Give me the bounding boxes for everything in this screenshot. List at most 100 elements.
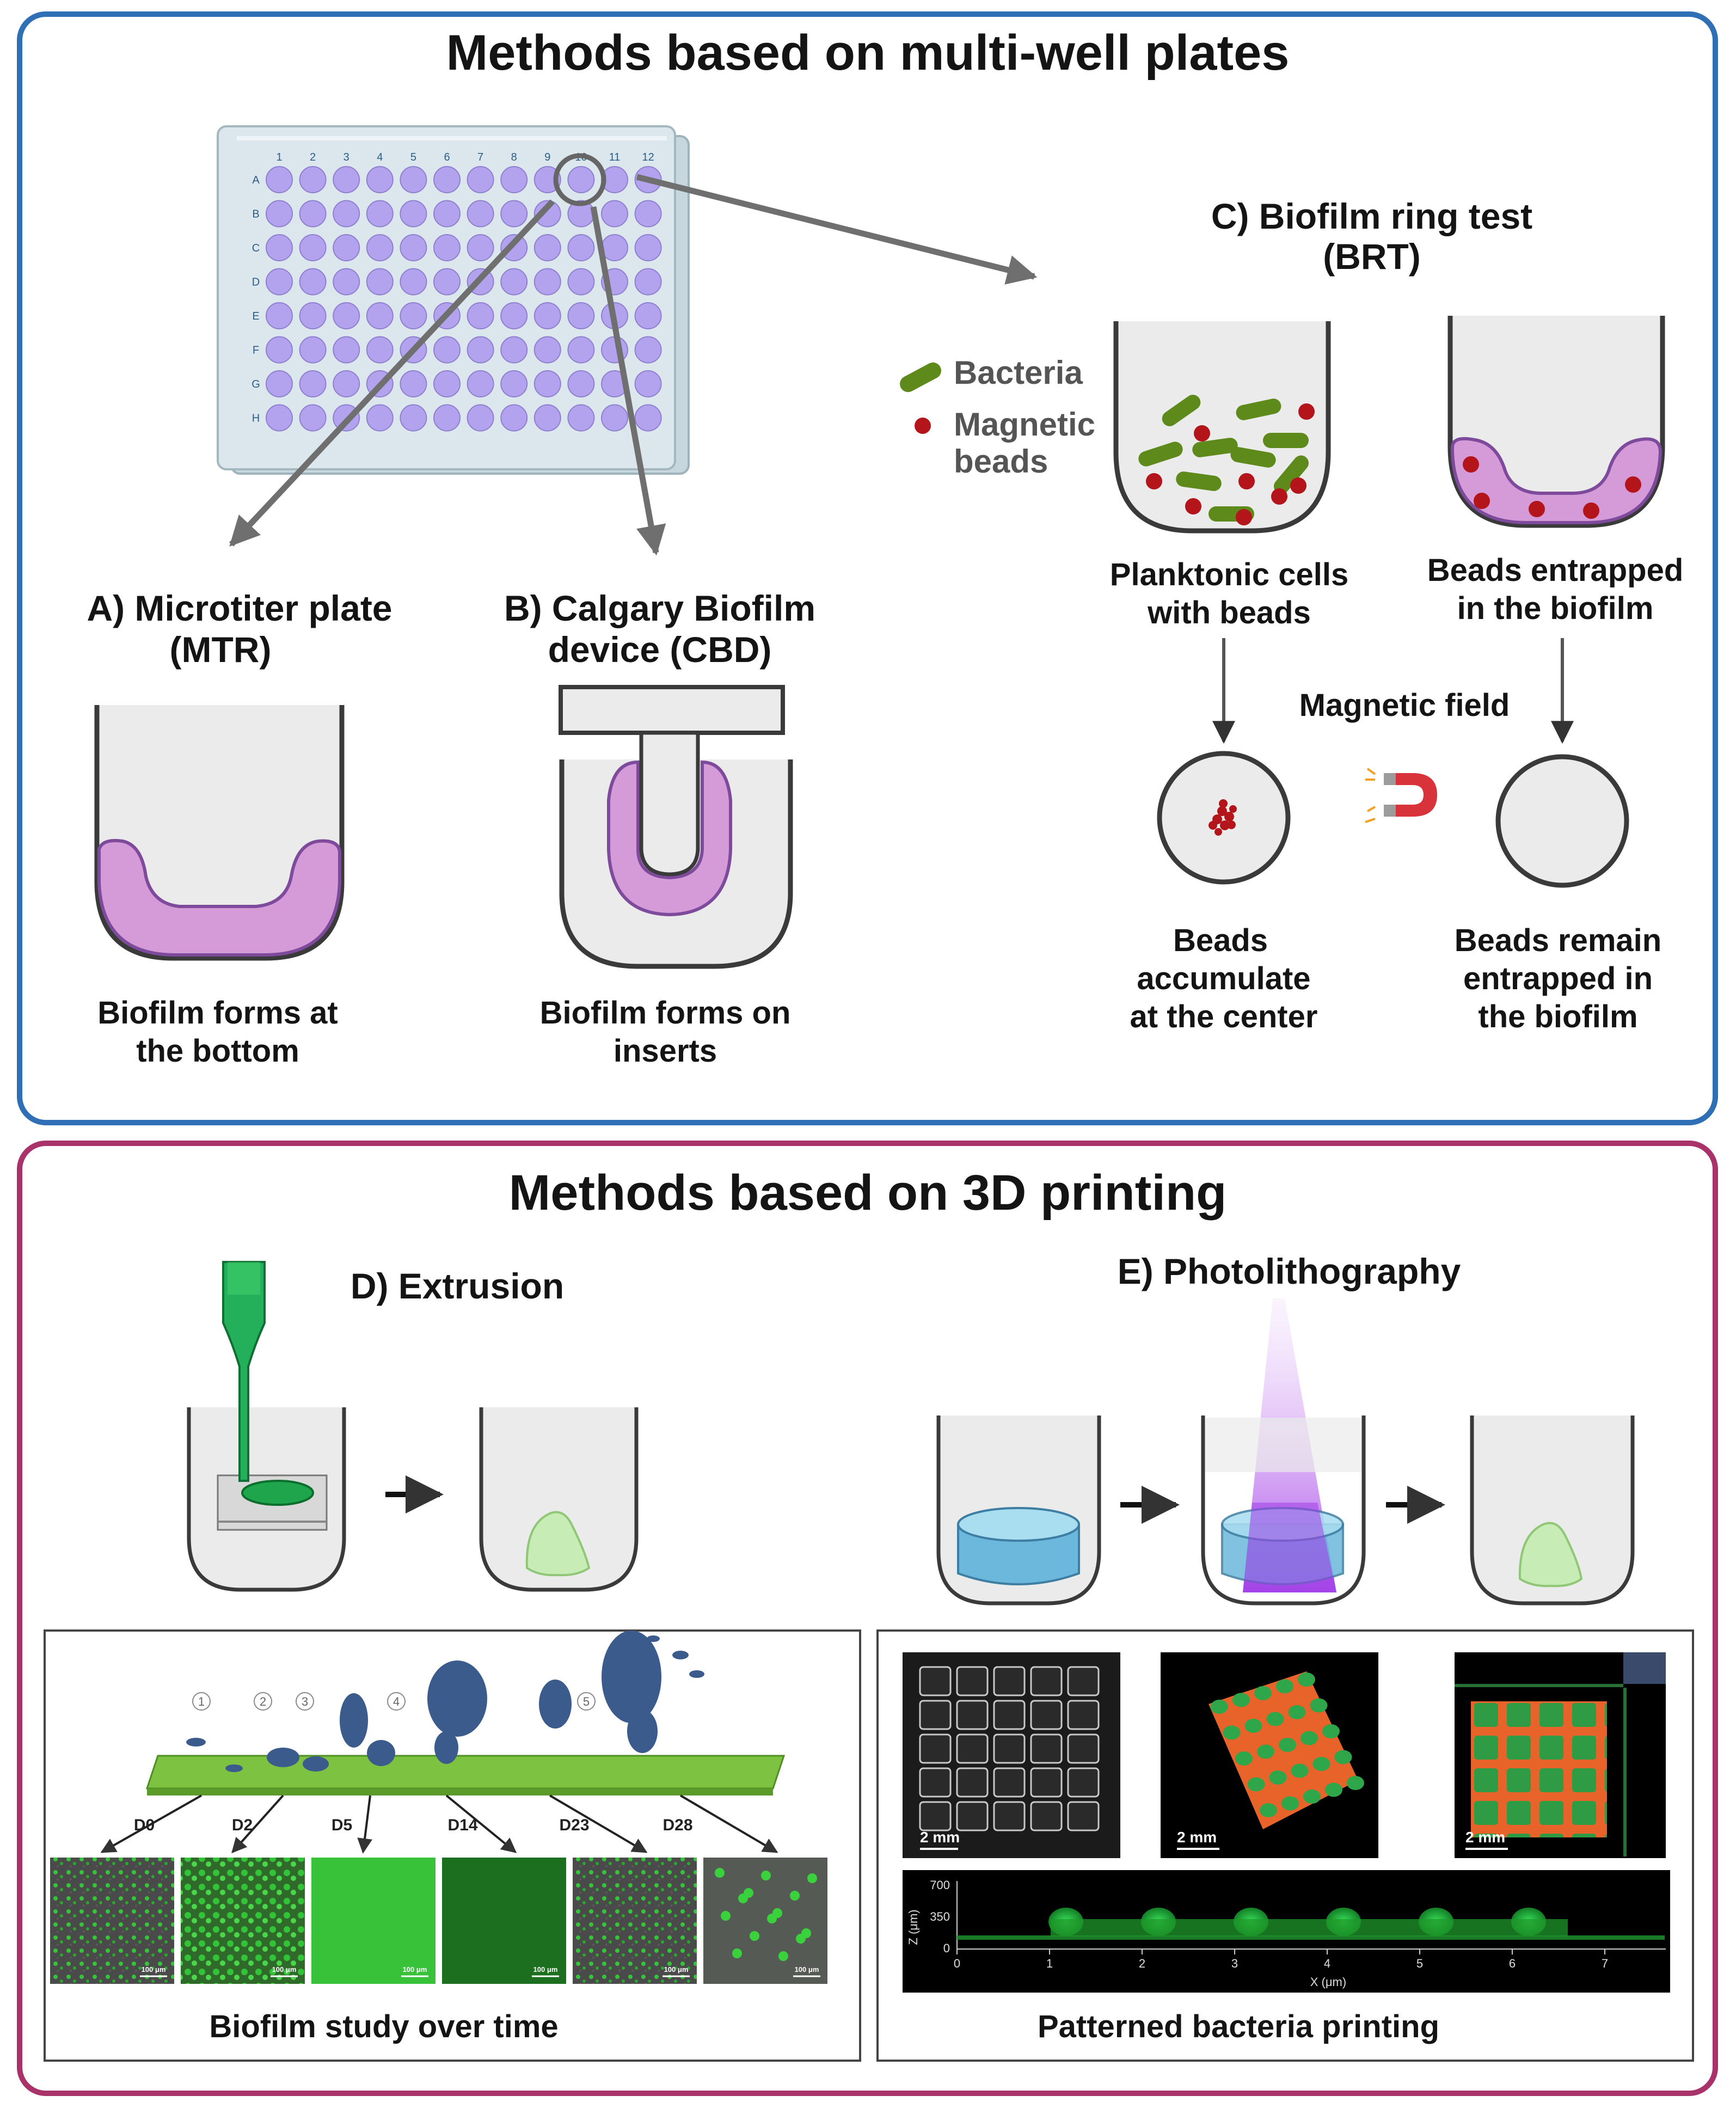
plate-well [567,166,595,193]
day-arrow [357,1795,373,1854]
x-tick: 3 [1231,1957,1238,1970]
section-a-title: A) Microtiter plate [87,588,392,628]
plate-column-label: 11 [609,151,621,163]
plate-well [299,234,327,261]
grid-cell [956,1767,989,1798]
section-a-caption-1: Biofilm forms at [97,995,338,1031]
plate-well [433,336,461,364]
plate-well [467,234,494,261]
hydrogel-2 [1221,1503,1344,1592]
section-d-caption: Biofilm study over time [209,2009,558,2044]
plate-row-label: E [252,310,259,322]
day-micrograph [442,1858,566,1984]
z-tick: 350 [930,1910,950,1923]
plate-well [333,234,360,261]
entrapped-caption-1: Beads entrapped [1427,553,1684,588]
render-dot [1269,1770,1287,1785]
section-c-title-abbr: (BRT) [1323,236,1421,277]
render-dot [1244,1719,1262,1733]
plate-well [333,302,360,329]
stage-label: 1 [198,1695,205,1708]
plate-well [266,302,293,329]
legend-beads-2: beads [954,443,1048,480]
plate-column-label: 12 [642,151,654,163]
section-c: C) Biofilm ring test (BRT) Bacteria Magn… [900,196,1684,1034]
section-c-title: C) Biofilm ring test [1211,196,1532,236]
plate-well [266,166,293,193]
result-right-2: entrapped in [1463,961,1653,996]
selected-well-highlight [553,153,606,206]
result-right-3: the biofilm [1478,999,1637,1034]
day-arrow [679,1794,778,1853]
section-b: B) Calgary Biofilm device (CBD) Biofilm … [504,588,815,1069]
plate-well [366,336,394,364]
grid-cell [1067,1767,1100,1798]
stage-label: 5 [583,1695,590,1708]
plate-well [299,336,327,364]
section-e-caption: Patterned bacteria printing [1038,2009,1439,2044]
grid-cell [1067,1700,1100,1730]
plate-well [567,302,595,329]
render-dot [1260,1803,1277,1817]
section-b-caption-2: inserts [614,1033,717,1069]
render-3d-micrograph: 2 mm [1161,1652,1378,1858]
day-arrow [549,1794,648,1853]
section-b-title-abbr: device (CBD) [548,629,772,670]
plate-well [467,166,494,193]
render-dot [1288,1705,1306,1719]
result-left-1: Beads [1173,923,1268,958]
section-a-title-abbr: (MTR) [170,629,272,670]
colony [738,1893,748,1903]
grid-cell [956,1733,989,1764]
plate-row-label: A [252,174,260,186]
result-left-3: at the center [1130,999,1318,1034]
plate-well [533,336,561,364]
x-tick: 5 [1416,1957,1423,1970]
plate-well [299,404,327,432]
scale-bar-ortho: 2 mm [1465,1829,1505,1846]
scale-label: 100 μm [272,1965,297,1974]
grid-cell [1030,1801,1063,1831]
grid-cell [1067,1801,1100,1831]
render-dot [1298,1672,1315,1687]
plate-well [333,200,360,228]
plate-well [366,302,394,329]
plate-well [500,336,528,364]
section-a: A) Microtiter plate (MTR) Biofilm forms … [87,588,392,1069]
grid-cell [993,1801,1026,1831]
photo-well-3 [1470,1415,1635,1605]
plate-well [634,336,662,364]
plate-column-label: 9 [544,151,550,163]
plate-well [299,370,327,397]
grid-cell [956,1801,989,1831]
plate-well [299,166,327,193]
render-dot [1281,1796,1299,1811]
section-e-title: E) Photolithography [1118,1251,1461,1291]
grid-cell [993,1666,1026,1696]
grid-cell [919,1700,952,1730]
x-tick: 1 [1046,1957,1053,1970]
plate-well [634,234,662,261]
plate-well [400,404,427,432]
day-label: D14 [447,1816,477,1834]
render-dot [1211,1700,1228,1714]
cbd-biofilm [607,760,732,917]
bottom-panel-title: Methods based on 3D printing [509,1165,1227,1221]
result-left-2: accumulate [1137,961,1310,996]
legend: Bacteria Magnetic beads [900,354,1095,480]
planktonic-beads [1146,403,1315,525]
plate-well [500,166,528,193]
grid-cell [1030,1700,1063,1730]
grid-cell [1067,1733,1100,1764]
render-dot [1334,1750,1352,1764]
plate-well [500,200,528,228]
magnetic-field-label: Magnetic field [1299,688,1510,723]
scale-label: 100 μm [142,1965,166,1974]
render-dot [1279,1738,1296,1752]
plate-well [467,370,494,397]
